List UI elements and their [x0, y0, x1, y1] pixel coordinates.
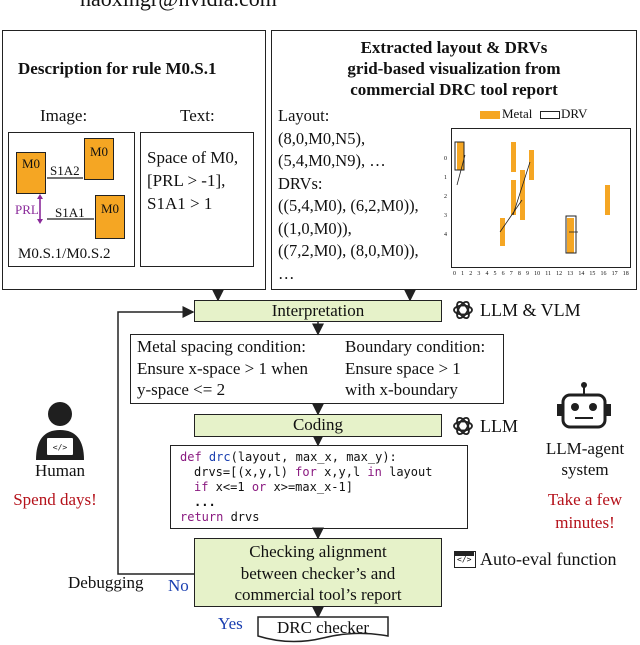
drv-link	[499, 199, 523, 233]
extract-text: Layout: (8,0,M0,N5), (5,4,M0,N9), … DRVs…	[278, 106, 419, 283]
coding-tool: LLM	[480, 416, 518, 436]
rule-title: Description for rule M0.S.1	[18, 59, 217, 78]
metal-spacing-condition: Metal spacing condition: Ensure x-space …	[137, 337, 309, 399]
interpretation-tool: LLM & VLM	[480, 300, 581, 320]
rule-text: Space of M0, [PRL > -1], S1A1 > 1	[147, 148, 239, 213]
interpretation-box	[194, 300, 442, 322]
coding-label: Coding	[292, 415, 344, 434]
agent-label: LLM-agent system	[545, 439, 625, 479]
human-label: Human	[34, 461, 86, 480]
drv-box	[454, 141, 465, 171]
checking-label: Checking alignment between checker’s and…	[234, 542, 402, 604]
metal-bar	[457, 142, 464, 170]
legend-drv-swatch	[540, 111, 560, 119]
text-label: Text:	[180, 106, 215, 125]
drv-box	[565, 215, 577, 254]
debugging-label: Debugging	[68, 573, 144, 592]
y-tick: 2	[444, 194, 447, 200]
legend-drv-label: DRV	[561, 106, 588, 121]
checking-tool: Auto-eval function	[480, 549, 617, 569]
drc-checker-label: DRC checker	[276, 618, 370, 637]
y-tick: 3	[444, 213, 447, 219]
yes-label: Yes	[218, 614, 243, 633]
metal-block-bottom-right: M0	[95, 195, 125, 239]
author-email: haoxingr@nvidia.com	[80, 0, 277, 12]
metal-bar	[605, 185, 610, 215]
metal-bar	[567, 218, 574, 253]
y-tick: 4	[444, 232, 447, 238]
rule-footer: M0.S.1/M0.S.2	[18, 246, 111, 262]
image-label: Image:	[40, 106, 88, 125]
code-snippet: def drc(layout, max_x, max_y): drvs=[(x,…	[180, 450, 433, 524]
extract-title: Extracted layout & DRVs grid-based visua…	[347, 38, 561, 99]
interpretation-label: Interpretation	[271, 301, 365, 320]
checking-box	[194, 538, 442, 607]
code-window-icon: </>	[454, 551, 476, 568]
drv-link	[512, 161, 531, 216]
conditions-box	[130, 334, 504, 404]
metal-bar	[529, 150, 534, 180]
human-note: Spend days!	[13, 490, 97, 509]
drv-grid-plot	[451, 128, 631, 268]
metal-bar	[500, 218, 505, 246]
no-label: No	[168, 576, 189, 595]
extract-panel	[271, 30, 637, 290]
code-box	[170, 445, 468, 529]
legend-metal-label: Metal	[502, 106, 533, 121]
svg-text:</>: </>	[53, 443, 68, 452]
legend-metal-swatch	[480, 111, 500, 119]
drv-link	[456, 154, 466, 186]
metal-bar	[511, 180, 516, 215]
metal-block-top-right: M0	[84, 138, 114, 180]
y-tick: 0	[444, 156, 447, 162]
prl-label: PRL	[15, 202, 39, 217]
metal-bar	[520, 170, 525, 220]
s1a2-label: S1A2	[50, 163, 80, 178]
rule-text-box	[140, 132, 254, 267]
coding-box	[194, 414, 442, 437]
boundary-condition: Boundary condition: Ensure space > 1 wit…	[345, 337, 486, 399]
y-tick: 1	[444, 175, 447, 181]
agent-note: Take a few minutes!	[547, 490, 623, 532]
rule-image-box	[8, 132, 135, 267]
metal-bar	[511, 142, 516, 172]
rule-panel	[2, 30, 266, 290]
metal-block-left: M0	[16, 152, 46, 194]
s1a1-label: S1A1	[55, 205, 85, 220]
